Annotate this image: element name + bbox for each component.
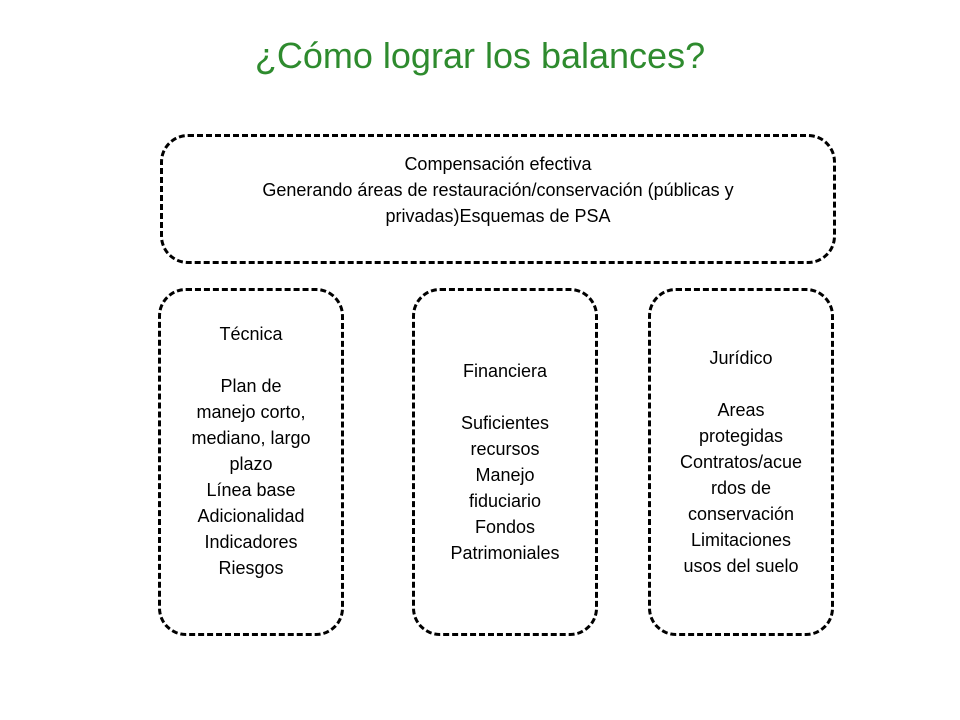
- financial-line: recursos: [470, 439, 540, 459]
- financial-line: Patrimoniales: [450, 543, 560, 563]
- legal-line: Areas: [717, 400, 765, 420]
- legal-line: protegidas: [698, 426, 784, 446]
- technical-line: Línea base: [206, 480, 296, 500]
- technical-line: plazo: [229, 454, 273, 474]
- compensation-heading: Compensación efectiva: [404, 154, 592, 174]
- financial-line: Fondos: [474, 517, 536, 537]
- compensation-box: Compensación efectiva Generando áreas de…: [160, 134, 836, 264]
- financial-line: Manejo: [475, 465, 535, 485]
- legal-line: conservación: [687, 504, 795, 524]
- financial-line: Suficientes: [460, 413, 550, 433]
- technical-box: Técnica Plan de manejo corto, mediano, l…: [158, 288, 344, 636]
- legal-line: Limitaciones: [690, 530, 792, 550]
- compensation-line-2: privadas)Esquemas de PSA: [385, 206, 611, 226]
- technical-line: Indicadores: [204, 532, 298, 552]
- financial-box: Financiera Suficientes recursos Manejo f…: [412, 288, 598, 636]
- financial-heading: Financiera: [462, 361, 548, 381]
- technical-line: Riesgos: [218, 558, 284, 578]
- legal-line: Contratos/acue: [679, 452, 803, 472]
- legal-box: Jurídico Areas protegidas Contratos/acue…: [648, 288, 834, 636]
- technical-heading: Técnica: [219, 324, 283, 344]
- technical-line: Plan de: [220, 376, 282, 396]
- compensation-line-1: Generando áreas de restauración/conserva…: [262, 180, 734, 200]
- financial-line: fiduciario: [468, 491, 542, 511]
- technical-line: Adicionalidad: [197, 506, 305, 526]
- technical-line: mediano, largo: [191, 428, 311, 448]
- legal-line: usos del suelo: [683, 556, 799, 576]
- page-title: ¿Cómo lograr los balances?: [254, 35, 706, 76]
- technical-line: manejo corto,: [196, 402, 306, 422]
- legal-line: rdos de: [710, 478, 772, 498]
- legal-heading: Jurídico: [709, 348, 773, 368]
